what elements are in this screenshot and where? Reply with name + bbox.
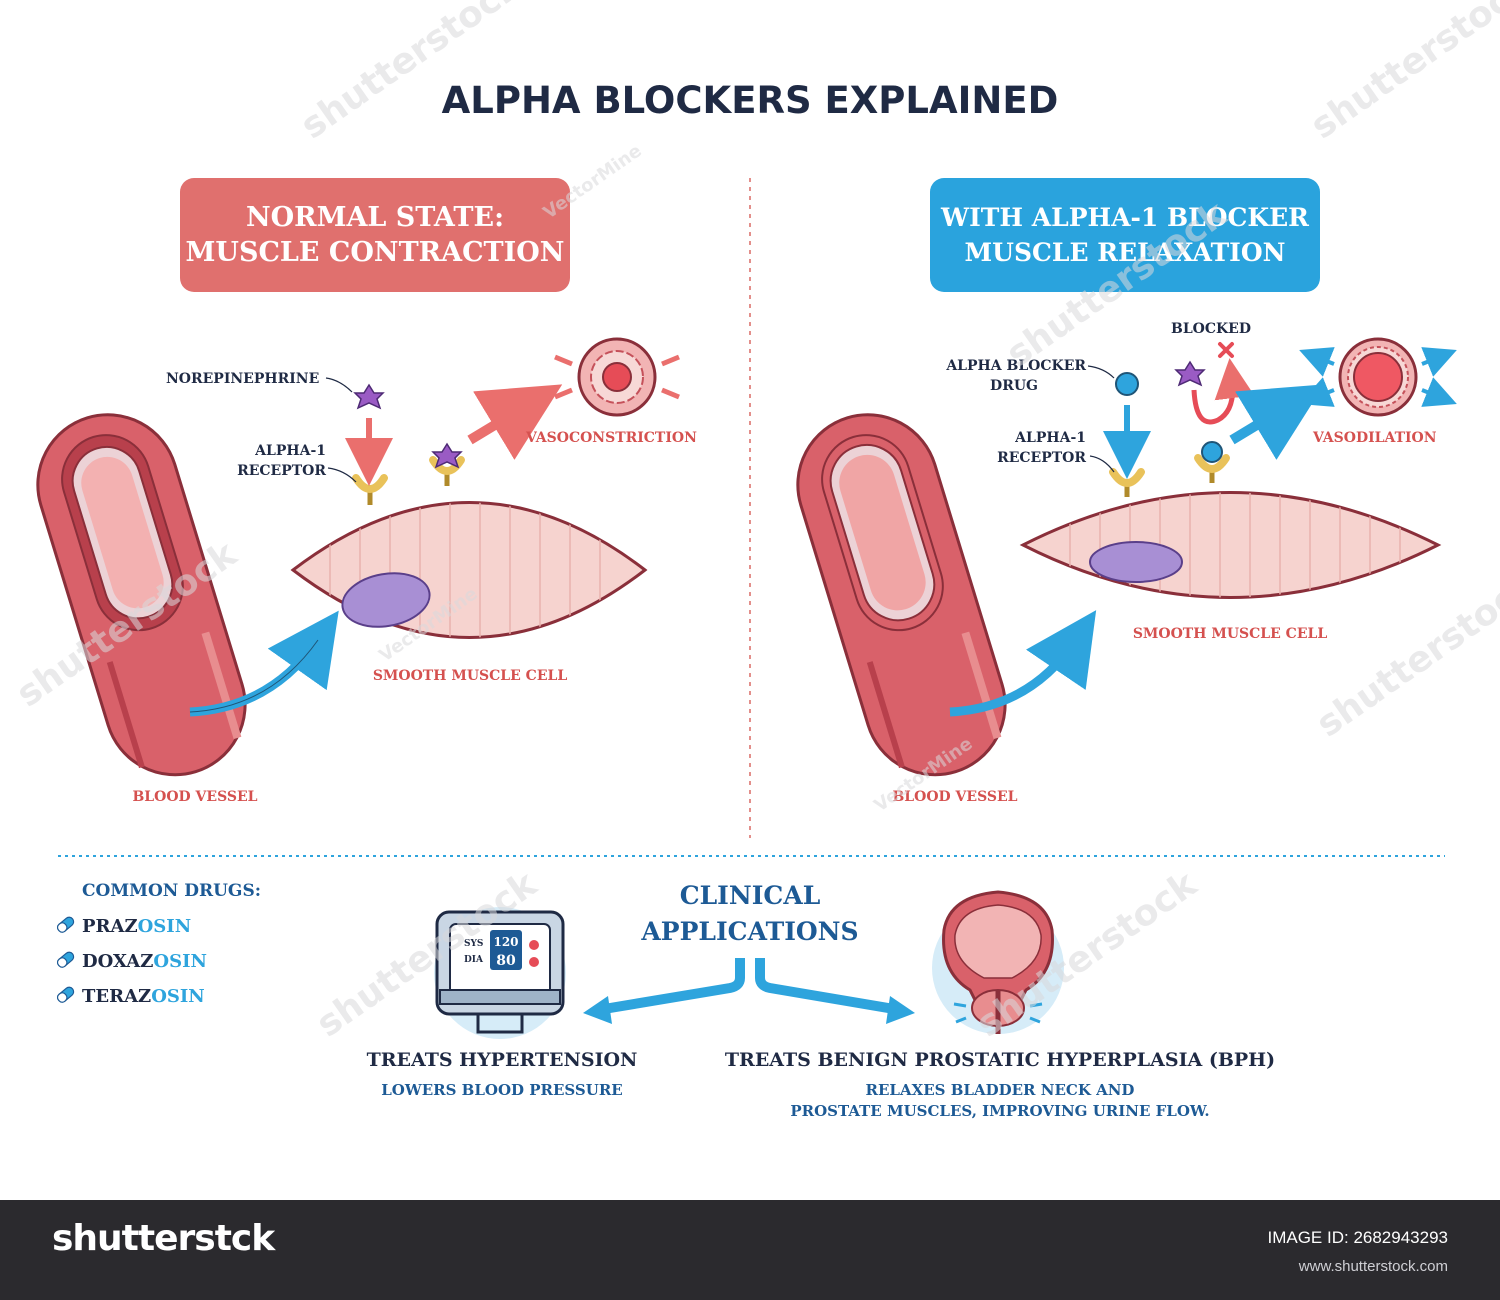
clinical-heading-line2: APPLICATIONS — [640, 917, 858, 946]
label-norepinephrine: NOREPINEPHRINE — [166, 371, 319, 387]
arrow-left-head — [583, 996, 612, 1024]
nucleus-right — [1089, 541, 1183, 583]
drug-prefix: PRAZ — [82, 916, 138, 937]
arrow-right-head — [886, 996, 915, 1024]
alpha1-receptor-right-b — [1194, 441, 1230, 483]
drug-item: TERAZOSIN — [56, 986, 205, 1007]
label-blood-vessel-right: BLOOD VESSEL — [892, 789, 1017, 805]
alpha-blocker-drug-icon — [1115, 372, 1139, 396]
vasoconstriction-icon — [554, 337, 680, 417]
label-receptor-right-line2: RECEPTOR — [997, 450, 1086, 466]
hypertension-title: TREATS HYPERTENSION — [367, 1049, 638, 1071]
norepinephrine-bound-icon — [431, 442, 463, 469]
right-heading-line1: WITH ALPHA-1 BLOCKER — [940, 203, 1309, 232]
drug-item: DOXAZOSIN — [56, 951, 207, 972]
pill-icon — [56, 916, 75, 933]
label-smooth-muscle-right: SMOOTH MUSCLE CELL — [1133, 626, 1328, 642]
footer-image-id: IMAGE ID: 2682943293 — [1267, 1228, 1448, 1247]
watermark-brand: shutterstock — [294, 0, 530, 147]
footer-bar: shutterst⁠ck IMAGE ID: 2682943293 www.sh… — [0, 1200, 1500, 1300]
blocked-bounce-arrow — [1191, 358, 1255, 425]
norepinephrine-blocked-icon — [1174, 360, 1206, 387]
svg-text:PRAZOSIN: PRAZOSIN — [82, 916, 191, 937]
left-heading-line1: NORMAL STATE: — [246, 202, 504, 233]
bph-desc-line2: PROSTATE MUSCLES, IMPROVING URINE FLOW. — [790, 1102, 1209, 1120]
alpha-blocker-bound-icon — [1201, 441, 1223, 463]
blocked-x-icon — [1218, 342, 1234, 358]
bph-desc-line1: RELAXES BLADDER NECK AND — [866, 1081, 1135, 1099]
label-receptor-left-line1: ALPHA-1 — [254, 443, 326, 459]
diagram-canvas: ALPHA BLOCKERS EXPLAINED NORMAL STATE: M… — [9, 0, 1500, 1120]
watermark-brand: shutterstock — [1304, 0, 1500, 147]
vasodilation-icon — [1299, 337, 1457, 417]
drug-prefix: DOXAZ — [82, 951, 153, 972]
label-blood-vessel-left: BLOOD VESSEL — [132, 789, 257, 805]
label-vasoconstriction: VASOCONSTRICTION — [525, 430, 697, 446]
monitor-dia-value: 80 — [496, 953, 516, 969]
footer-site-link[interactable]: www.shutterstock.com — [1298, 1258, 1448, 1275]
monitor-sys-label: SYS — [464, 939, 483, 949]
drug-suffix: OSIN — [153, 951, 207, 972]
pill-icon — [56, 986, 75, 1003]
clinical-brace-arrows — [597, 958, 901, 1015]
blood-pressure-monitor-icon: SYS DIA 120 80 — [434, 907, 566, 1039]
signal-arrow-left — [467, 384, 563, 460]
bph-title: TREATS BENIGN PROSTATIC HYPERPLASIA (BPH… — [725, 1049, 1275, 1071]
label-drug-line2: DRUG — [990, 378, 1038, 394]
alpha1-receptor-left-a — [352, 474, 388, 505]
hypertension-desc: LOWERS BLOOD PRESSURE — [381, 1081, 623, 1099]
drug-item: PRAZOSIN — [56, 916, 191, 937]
blood-vessel-left — [36, 413, 247, 777]
footer-logo[interactable]: shutterst⁠ck — [52, 1218, 275, 1259]
label-blocked: BLOCKED — [1171, 321, 1251, 337]
drug-suffix: OSIN — [151, 986, 205, 1007]
left-heading-box: NORMAL STATE: MUSCLE CONTRACTION — [180, 178, 570, 292]
label-drug-line1: ALPHA BLOCKER — [945, 358, 1086, 374]
pill-icon — [56, 951, 75, 968]
alpha1-receptor-right-a — [1109, 468, 1145, 497]
drug-prefix: TERAZ — [82, 986, 151, 1007]
label-vasodilation: VASODILATION — [1312, 430, 1437, 446]
smooth-muscle-cell-right — [1019, 491, 1442, 599]
clinical-heading-line1: CLINICAL — [680, 881, 821, 910]
label-smooth-muscle-left: SMOOTH MUSCLE CELL — [373, 668, 568, 684]
prostate-bladder-icon — [932, 890, 1064, 1034]
monitor-dia-label: DIA — [464, 955, 484, 965]
label-receptor-left-line2: RECEPTOR — [237, 463, 326, 479]
watermark-brand: shutterstock — [1309, 563, 1500, 745]
vessel-to-cell-arrow-right — [949, 610, 1097, 717]
signal-arrow-right — [1229, 384, 1325, 460]
drug-suffix: OSIN — [138, 916, 192, 937]
smooth-muscle-cell-left — [290, 501, 648, 639]
label-receptor-right-line1: ALPHA-1 — [1014, 430, 1086, 446]
blood-vessel-right — [796, 413, 1007, 777]
drugs-heading: COMMON DRUGS: — [82, 881, 261, 901]
right-heading-line2: MUSCLE RELAXATION — [964, 238, 1285, 267]
svg-text:TERAZOSIN: TERAZOSIN — [82, 986, 205, 1007]
right-heading-box: WITH ALPHA-1 BLOCKER MUSCLE RELAXATION — [930, 178, 1320, 292]
left-heading-line2: MUSCLE CONTRACTION — [186, 237, 565, 268]
monitor-sys-value: 120 — [493, 935, 518, 949]
page-title: ALPHA BLOCKERS EXPLAINED — [442, 79, 1059, 122]
norepinephrine-icon — [353, 383, 385, 410]
svg-text:DOXAZOSIN: DOXAZOSIN — [82, 951, 207, 972]
nucleus-left — [341, 572, 431, 628]
alpha1-receptor-left-b — [429, 442, 465, 486]
